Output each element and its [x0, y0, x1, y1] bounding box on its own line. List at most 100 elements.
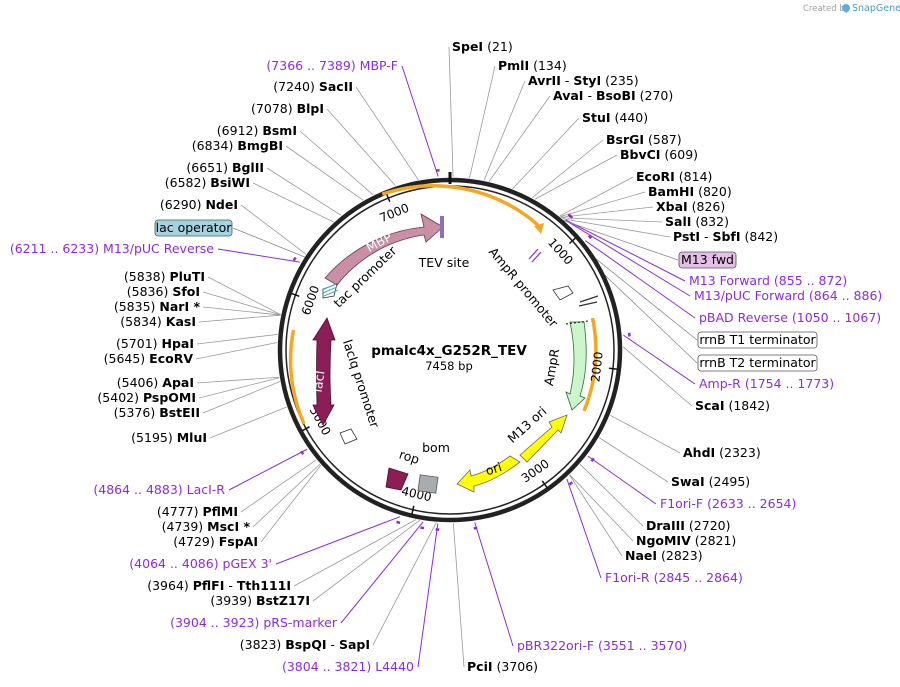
site-leader-line [202, 291, 281, 316]
site-leader-line [560, 191, 646, 218]
laci-feature [312, 317, 336, 426]
primer-leader-line [623, 334, 696, 385]
site-leader-line [196, 333, 278, 345]
site-bsiwi: (6582) BsiWI [165, 175, 250, 190]
site-leader-line [569, 474, 623, 557]
site-leader-line [488, 95, 551, 182]
m13-fwd-feature [528, 248, 542, 263]
site-leader-line [569, 474, 634, 542]
primer-label: F1ori-F (2633 .. 2654) [660, 496, 796, 511]
site-leader-line [198, 377, 280, 399]
site-leader-line [266, 167, 342, 216]
site-leader-line [202, 381, 281, 414]
site-leader-line [195, 342, 278, 360]
site-bglii: (6651) BglII [186, 160, 264, 175]
site-ndei: (6290) NdeI [160, 197, 238, 212]
tick-label: 2000 [588, 351, 605, 383]
mbp-orange-arc [381, 184, 541, 228]
site-leader-line [610, 414, 681, 454]
snapgene-watermark: Created by SnapGene [803, 3, 900, 14]
boxed-label-m13-fwd: M13 fwd [678, 251, 737, 269]
site-leader-line [469, 65, 496, 179]
primer-labels: (7366 .. 7389) MBP-F(6211 .. 6233) M13/p… [10, 58, 882, 674]
primer-leader-line [417, 523, 439, 668]
site-xbai: XbaI (826) [656, 199, 725, 214]
laci-orange-arc [288, 329, 306, 425]
primer-leader-line [474, 522, 514, 647]
feature-label-rop: rop [397, 446, 421, 467]
boxed-label-leader [232, 227, 306, 258]
site-sacii: (7240) SacII [273, 79, 353, 94]
snapgene-logo-icon [842, 4, 850, 12]
site-swai: SwaI (2495) [671, 474, 750, 489]
site-hpai: (5701) HpaI [116, 336, 194, 351]
primer-leader-line [585, 240, 696, 319]
site-leader-line [312, 519, 420, 602]
site-leader-line [252, 463, 321, 528]
site-avrii: AvrII - StyI (235) [528, 73, 639, 88]
lac-operator-feature [321, 283, 339, 297]
primer-mark [420, 526, 425, 530]
primer-mark [568, 481, 574, 486]
ampr-feature [565, 321, 587, 411]
site-leader-line [372, 522, 437, 646]
primer-mark [396, 520, 401, 525]
tick-mark-4000 [411, 505, 415, 514]
rrnb-terminator-features [578, 295, 599, 307]
boxed-label-leader [595, 258, 698, 341]
primer-mark [590, 457, 595, 462]
laciq-promoter-feature [339, 428, 358, 445]
primer-label: M13 Forward (855 .. 872) [689, 273, 847, 288]
watermark-prefix: Created by [803, 4, 850, 14]
site-nari: (5835) NarI * [114, 299, 201, 314]
site-apai: (5406) ApaI [117, 375, 194, 390]
primer-mark [568, 214, 574, 219]
svg-text:rrnB T2 terminator: rrnB T2 terminator [699, 355, 816, 370]
site-spei: SpeI (21) [452, 39, 513, 54]
site-leader-line [448, 46, 454, 178]
site-leader-line [202, 306, 281, 316]
site-leader-line [240, 459, 317, 513]
primer-mark [473, 526, 478, 530]
leader-lines [195, 46, 698, 668]
feature-label-laci: lacI [310, 370, 328, 394]
bom-feature [417, 474, 439, 494]
site-fspai: (4729) FspAI [173, 534, 258, 549]
primer-label: pBAD Reverse (1050 .. 1067) [699, 310, 881, 325]
site-leader-line [293, 519, 417, 587]
site-ecorv: (5645) EcoRV [104, 351, 194, 366]
site-bamhi: BamHI (820) [648, 184, 732, 199]
feature-label-tev-site: TEV site [418, 255, 470, 270]
svg-text:lac operator: lac operator [156, 220, 233, 235]
rop-feature [385, 467, 409, 491]
site-stui: StuI (440) [582, 110, 648, 125]
site-leader-line [326, 108, 396, 187]
boxed-label-rrnb-t2-terminator: rrnB T2 terminator [697, 354, 818, 372]
tick-mark-3000 [541, 480, 548, 488]
site-ngomiv: NgoMIV (2821) [636, 533, 736, 548]
boxed-label-leader [604, 274, 698, 364]
tick-label: 6000 [299, 284, 322, 317]
site-leader-line [598, 437, 669, 483]
primer-label: (4864 .. 4883) LacI-R [93, 482, 225, 497]
tick-mark-6000 [291, 292, 300, 297]
site-bsmi: (6912) BsmI [217, 123, 297, 138]
tick-label: 7000 [378, 201, 412, 225]
site-leader-line [209, 406, 287, 439]
site-leader-line [207, 276, 281, 315]
svg-text:M13 fwd: M13 fwd [681, 252, 734, 267]
site-bstz17i: (3939) BstZ17I [210, 593, 310, 608]
site-bspqi: (3823) BspQI - SapI [240, 637, 370, 652]
site-leader-line [240, 204, 307, 255]
tick-label: 3000 [519, 456, 552, 485]
mbp-orange-arrowhead [534, 223, 544, 234]
site-pmli: PmlI (134) [498, 58, 567, 73]
site-leader-line [260, 464, 322, 543]
primer-mark [300, 450, 305, 455]
primer-leader-line [340, 521, 424, 624]
site-leader-line [534, 154, 618, 200]
primer-leader-line [228, 448, 308, 491]
primer-leader-line [566, 478, 602, 579]
tick-mark-2000 [608, 367, 617, 370]
